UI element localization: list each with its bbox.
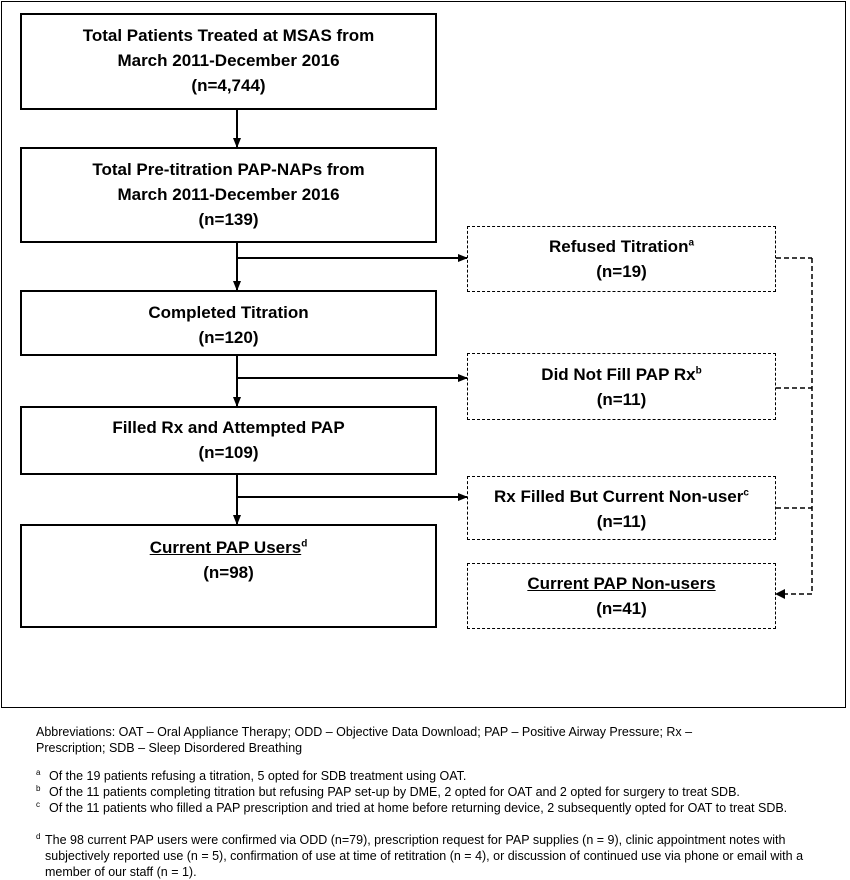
footnote-d: d The 98 current PAP users were confirme… xyxy=(36,832,844,880)
box-refused-titration: Refused Titrationa (n=19) xyxy=(467,226,776,292)
current-nonusers-label: Current PAP Non-users xyxy=(527,574,716,593)
total-patients-line1: Total Patients Treated at MSAS from xyxy=(82,26,375,45)
abbreviations-line1: Abbreviations: OAT – Oral Appliance Ther… xyxy=(36,725,693,739)
completed-titration-label: Completed Titration xyxy=(148,303,309,322)
flow-connectors xyxy=(233,110,813,599)
footnote-text: The 98 current PAP users were confirmed … xyxy=(45,833,804,879)
box-total-patients: Total Patients Treated at MSAS from Marc… xyxy=(20,13,437,110)
refused-titration-label: Refused Titration xyxy=(548,237,689,256)
pre-titration-line1: Total Pre-titration PAP-NAPs from xyxy=(92,160,365,179)
refused-titration-count: (n=19) xyxy=(596,262,647,281)
footnote-mark: c xyxy=(36,800,40,809)
box-current-nonusers: Current PAP Non-users (n=41) xyxy=(467,563,776,629)
completed-titration-count: (n=120) xyxy=(198,328,259,347)
refused-titration-footnote-mark: a xyxy=(688,237,695,249)
box-current-users: Current PAP Usersd (n=98) xyxy=(20,524,437,628)
current-nonusers-count: (n=41) xyxy=(596,599,647,618)
footnote-text: Of the 11 patients completing titration … xyxy=(49,785,740,799)
current-users-count: (n=98) xyxy=(203,563,254,582)
footnote-a: a Of the 19 patients refusing a titratio… xyxy=(36,768,844,784)
box-pre-titration: Total Pre-titration PAP-NAPs from March … xyxy=(20,147,437,243)
did-not-fill-count: (n=11) xyxy=(596,390,647,409)
pre-titration-line2: March 2011-December 2016 xyxy=(117,185,340,204)
did-not-fill-footnote-mark: b xyxy=(695,365,702,377)
rx-filled-nonuser-count: (n=11) xyxy=(596,512,647,531)
footnote-b: b Of the 11 patients completing titratio… xyxy=(36,784,844,800)
rx-filled-nonuser-footnote-mark: c xyxy=(743,487,749,499)
box-completed-titration: Completed Titration (n=120) xyxy=(20,290,437,356)
total-patients-line2: March 2011-December 2016 xyxy=(117,51,340,70)
total-patients-count: (n=4,744) xyxy=(191,76,266,95)
dashed-arrowhead xyxy=(775,589,785,599)
footnote-mark: d xyxy=(36,832,41,841)
diagram-frame xyxy=(1,1,846,708)
footnote-text: Of the 19 patients refusing a titration,… xyxy=(49,769,467,783)
box-did-not-fill: Did Not Fill PAP Rxb (n=11) xyxy=(467,353,776,420)
current-users-label: Current PAP Users xyxy=(149,538,302,557)
abbreviations-line2: Prescription; SDB – Sleep Disordered Bre… xyxy=(36,741,303,755)
footnote-mark: b xyxy=(36,784,41,793)
box-filled-rx: Filled Rx and Attempted PAP (n=109) xyxy=(20,406,437,475)
did-not-fill-label: Did Not Fill PAP Rx xyxy=(541,365,696,384)
box-rx-filled-nonuser: Rx Filled But Current Non-userc (n=11) xyxy=(467,476,776,540)
current-users-footnote-mark: d xyxy=(301,538,308,550)
footnote-c: c Of the 11 patients who filled a PAP pr… xyxy=(36,800,844,816)
rx-filled-nonuser-label: Rx Filled But Current Non-user xyxy=(494,487,744,506)
filled-rx-label: Filled Rx and Attempted PAP xyxy=(112,418,345,437)
footnote-mark: a xyxy=(36,768,41,777)
abbreviations-note: Abbreviations: OAT – Oral Appliance Ther… xyxy=(36,724,844,756)
filled-rx-count: (n=109) xyxy=(198,443,259,462)
footnote-text: Of the 11 patients who filled a PAP pres… xyxy=(49,801,788,815)
pre-titration-count: (n=139) xyxy=(198,210,259,229)
